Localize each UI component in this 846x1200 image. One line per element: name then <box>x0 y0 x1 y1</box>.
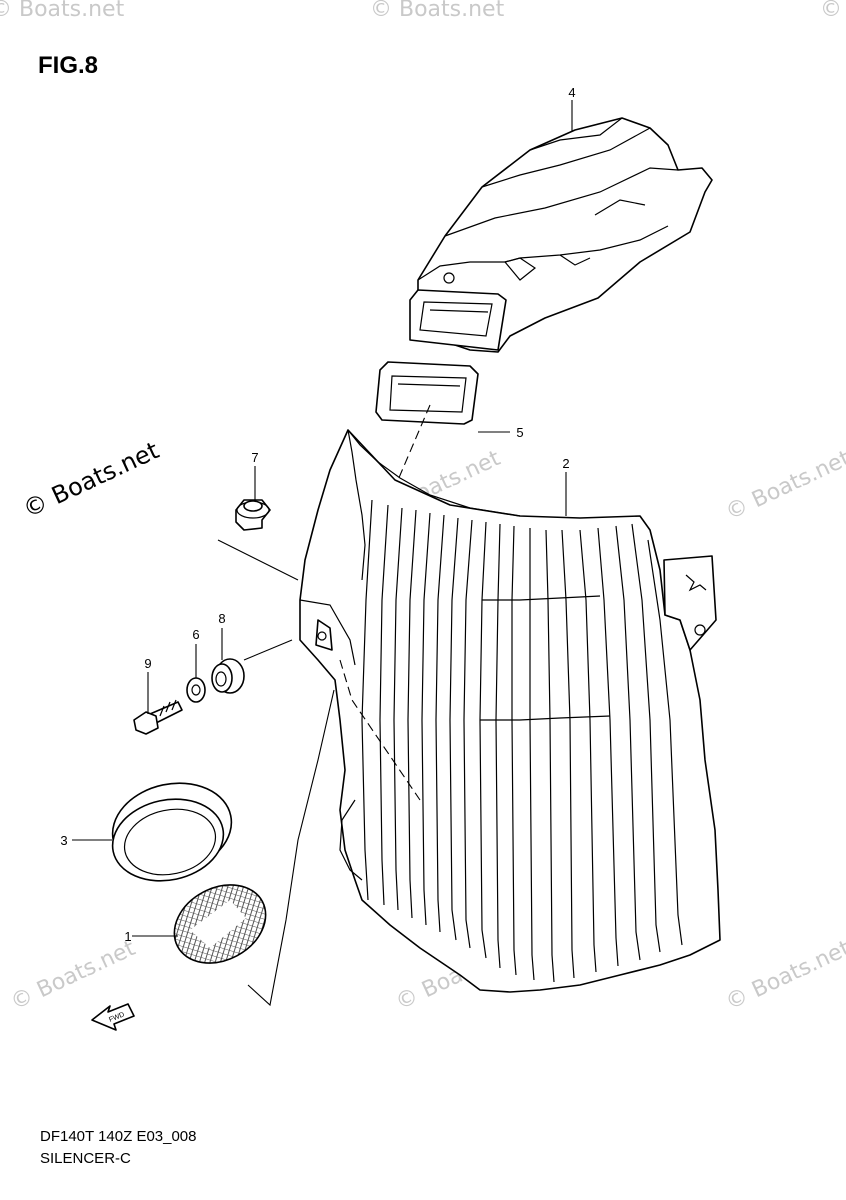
watermark: © Boats.net <box>370 0 505 22</box>
callout-numbers: 1 2 3 4 5 6 7 8 9 <box>60 85 575 944</box>
watermark: © Boats.net <box>7 936 140 1016</box>
callout-2: 2 <box>562 456 569 471</box>
part-5-gasket <box>375 361 479 425</box>
part-8-bushing <box>211 658 245 694</box>
watermark: © Boats.net <box>722 446 846 526</box>
callout-6: 6 <box>192 627 199 642</box>
callout-3: 3 <box>60 833 67 848</box>
callout-8: 8 <box>218 611 225 626</box>
callout-5: 5 <box>516 425 523 440</box>
callout-9: 9 <box>144 656 151 671</box>
model-code: DF140T 140Z E03_008 <box>40 1128 197 1145</box>
part-7-grommet <box>235 499 271 531</box>
part-1-screen <box>173 884 267 964</box>
diagram-subtitle: SILENCER-C <box>40 1150 131 1167</box>
part-4-intake-duct <box>409 117 713 353</box>
watermark-dark: © Boats.net <box>19 436 164 523</box>
part-2-silencer-body <box>299 429 721 993</box>
callout-7: 7 <box>251 450 258 465</box>
callout-4: 4 <box>568 85 575 100</box>
callout-1: 1 <box>124 929 131 944</box>
part-3-ring <box>111 782 233 882</box>
fwd-arrow-icon: FWD <box>91 1003 135 1031</box>
watermark: © Boats.net <box>820 0 846 22</box>
alignment-lines <box>217 404 431 1007</box>
part-6-washer <box>186 677 206 703</box>
part-9-bolt <box>133 699 183 735</box>
leader-lines <box>72 100 573 937</box>
figure-title: FIG.8 <box>38 52 99 79</box>
watermark: © Boats.net <box>722 936 846 1016</box>
watermark: © Boats.net <box>0 0 125 22</box>
